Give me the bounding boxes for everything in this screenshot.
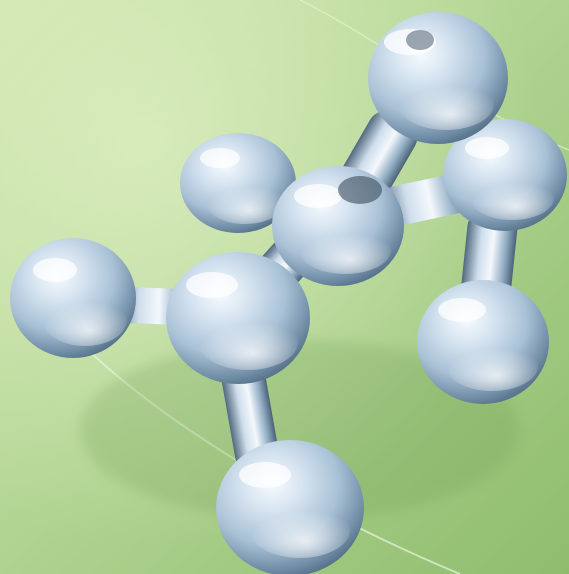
atom-group bbox=[10, 12, 567, 574]
atom-sphere-icon bbox=[368, 12, 508, 144]
atom-sphere-icon bbox=[417, 280, 549, 404]
atom-sphere-icon bbox=[166, 252, 310, 384]
atom-sphere-icon bbox=[10, 238, 136, 358]
atom-sphere-icon bbox=[180, 133, 296, 233]
atom-sphere-icon bbox=[216, 440, 364, 574]
atom-sphere-icon bbox=[443, 119, 567, 231]
atom-sphere-icon bbox=[272, 166, 404, 286]
bond-rod-icon bbox=[221, 359, 279, 471]
molecule-shadow bbox=[80, 340, 520, 520]
